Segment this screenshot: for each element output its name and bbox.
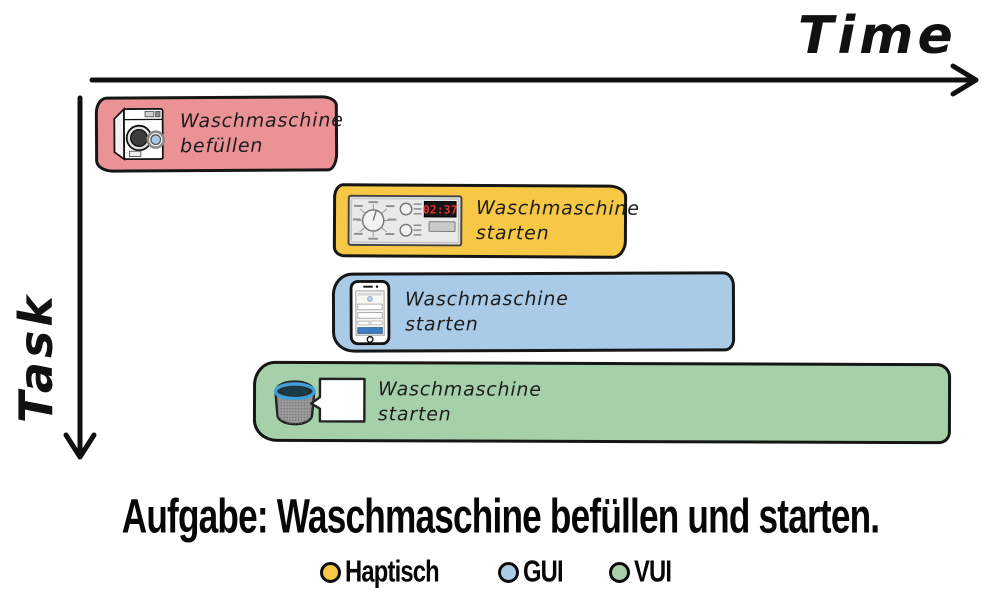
- bar-label-line2: befüllen: [180, 134, 264, 158]
- start-stop-button-shape: [428, 221, 456, 232]
- bar-label-line1: Waschmaschine: [378, 378, 542, 401]
- bar-waschmaschine-befuellen: Waschmaschine befüllen: [94, 95, 344, 173]
- bar-label-line1: Waschmaschine: [179, 109, 344, 133]
- time-axis: [89, 63, 979, 97]
- bar-waschmaschine-starten-gui: Waschmaschine starten: [331, 271, 736, 353]
- bar-label: Waschmaschine starten: [476, 196, 640, 246]
- legend: Haptisch GUI VUI: [0, 555, 1000, 589]
- bar-label-line1: Waschmaschine: [404, 288, 569, 311]
- bar-waschmaschine-starten-vui: Waschmaschine starten: [252, 360, 952, 445]
- control-panel-icon: 02:37: [347, 194, 463, 247]
- vui-dot-icon: [609, 562, 631, 583]
- legend-item-gui: GUI: [497, 555, 572, 589]
- haptisch-dot-icon: [320, 562, 342, 583]
- bar-label-line2: starten: [377, 402, 452, 425]
- smart-speaker-icon: [273, 377, 366, 425]
- washing-machine-icon: [113, 106, 165, 161]
- bar-waschmaschine-starten-haptisch: 02:37 Waschmaschine starten: [332, 183, 640, 259]
- task-axis-label: Task: [9, 292, 63, 423]
- time-axis-arrow-icon: [950, 63, 979, 97]
- bar-label: Waschmaschine starten: [405, 287, 569, 337]
- legend-item-haptisch: Haptisch: [320, 555, 459, 589]
- display-time-value: 02:37: [423, 202, 458, 216]
- legend-item-vui: VUI: [609, 555, 679, 589]
- smartphone-app-icon: [349, 279, 391, 346]
- caption-text: Aufgabe: Waschmaschine befüllen und star…: [121, 489, 879, 544]
- time-axis-label: Time: [798, 6, 957, 66]
- caption: Aufgabe: Waschmaschine befüllen und star…: [0, 489, 1000, 544]
- bar-label-line2: starten: [475, 221, 550, 245]
- task-axis-arrow-icon: [63, 432, 97, 460]
- bar-label: Waschmaschine starten: [378, 377, 542, 427]
- legend-label: Haptisch: [345, 555, 440, 589]
- bar-label-line1: Waschmaschine: [476, 197, 640, 221]
- speech-bubble-icon: [310, 377, 366, 423]
- legend-label: VUI: [634, 555, 672, 589]
- gui-dot-icon: [497, 562, 519, 583]
- bar-label: Waschmaschine befüllen: [180, 109, 344, 159]
- bar-label-line2: starten: [405, 313, 479, 336]
- legend-label: GUI: [522, 555, 564, 589]
